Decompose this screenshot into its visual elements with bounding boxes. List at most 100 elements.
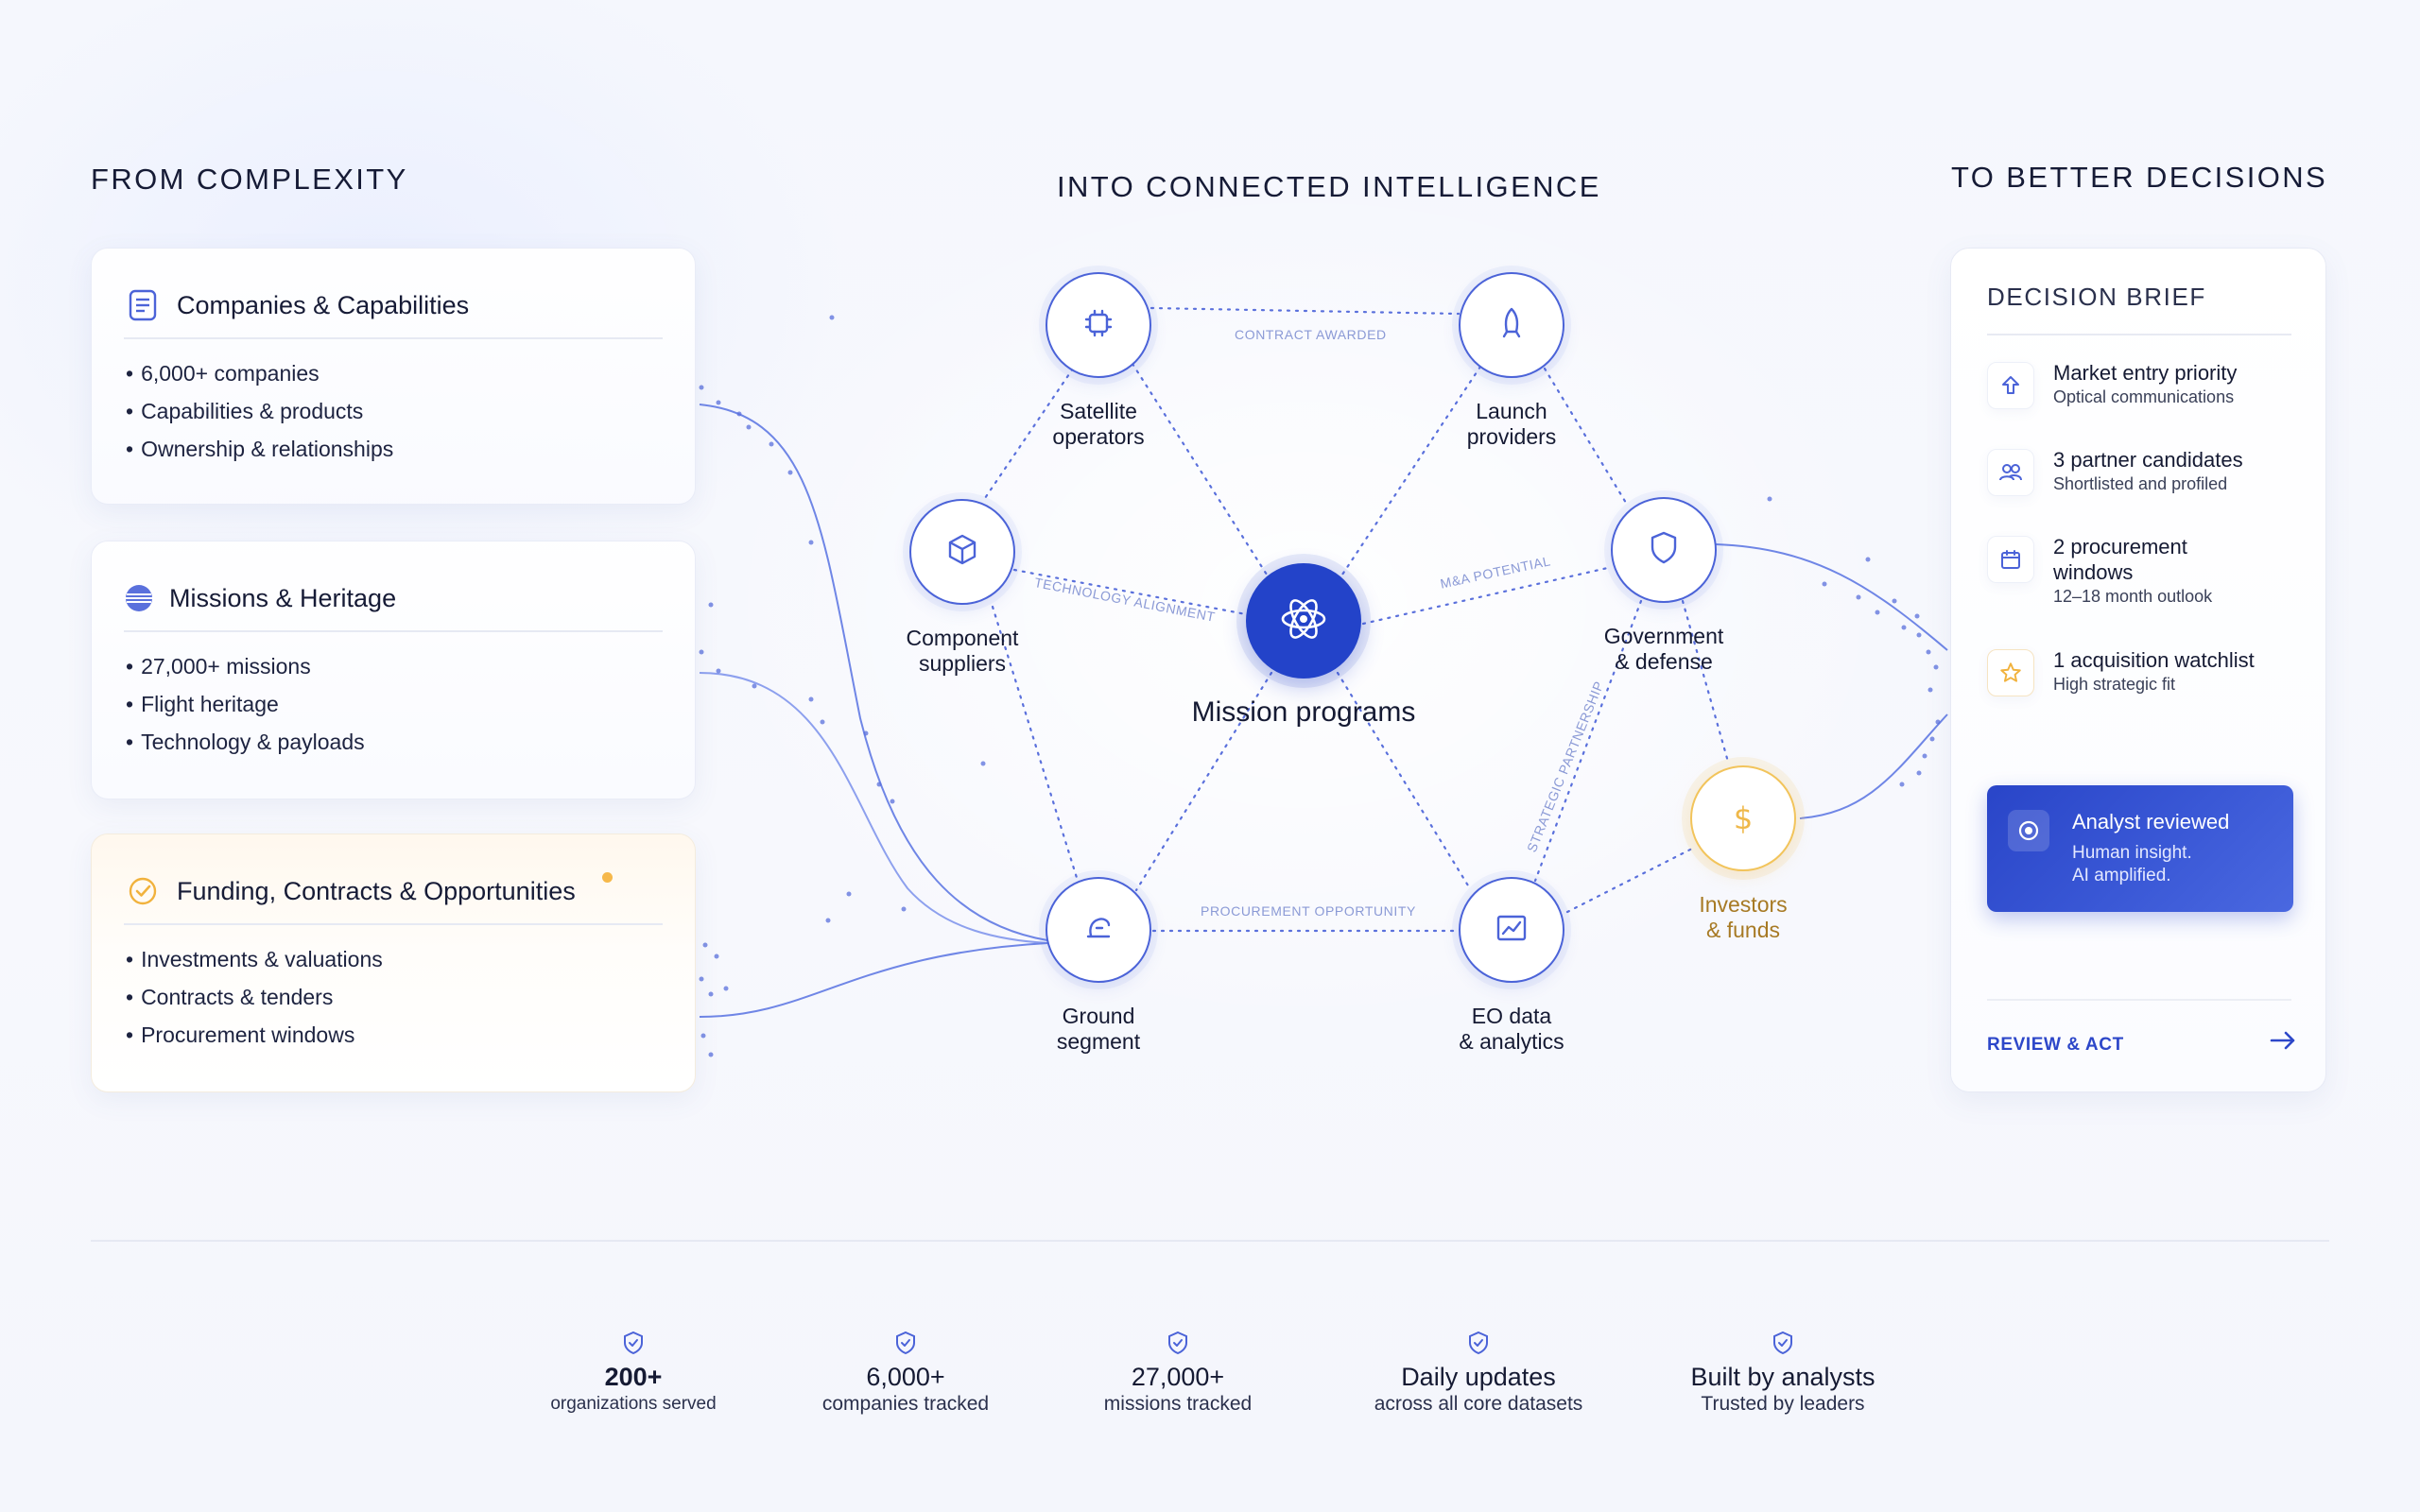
stat-built-by-analysts: Built by analysts Trusted by leaders <box>1651 1331 1915 1416</box>
node-launch-providers[interactable] <box>1459 272 1564 378</box>
flow-line-missions <box>699 672 1048 944</box>
label-investors-funds: Investors& funds <box>1699 892 1788 942</box>
star-icon <box>1987 649 2034 696</box>
arrow-right-icon[interactable] <box>2269 1029 2297 1057</box>
edge-center-ground <box>1134 671 1273 892</box>
card-title: Funding, Contracts & Opportunities <box>177 876 576 905</box>
edge-label-contract-awarded: CONTRACT AWARDED <box>1235 327 1387 342</box>
card-title: Companies & Capabilities <box>177 290 470 319</box>
stat-daily-updates: Daily updates across all core datasets <box>1346 1331 1611 1416</box>
brief-item-title: Market entry priority <box>2053 361 2238 385</box>
flow-line-companies <box>699 404 1048 941</box>
stat-value: 6,000+ <box>866 1363 945 1391</box>
source-card-companies[interactable]: Companies & Capabilities 6,000+ companie… <box>91 248 696 505</box>
arrow-up-icon <box>1987 362 2034 409</box>
node-component-suppliers[interactable] <box>909 499 1015 605</box>
edge-center-government <box>1361 565 1614 626</box>
label-mission-programs: Mission programs <box>1191 696 1416 728</box>
card-divider <box>124 923 663 925</box>
list-item: Flight heritage <box>126 685 365 723</box>
review-act-link[interactable]: REVIEW & ACT <box>1987 1035 2124 1055</box>
node-investors-funds[interactable]: $ <box>1690 765 1796 871</box>
edge-eo-investors <box>1565 847 1694 914</box>
source-card-funding[interactable]: Funding, Contracts & Opportunities Inves… <box>91 833 696 1092</box>
heading-better-decisions: TO BETTER DECISIONS <box>1951 161 2328 194</box>
label-eo-data-analytics: EO data& analytics <box>1459 1004 1564 1054</box>
flow-line-government-out <box>1715 543 1948 651</box>
analyst-icon <box>2008 810 2049 851</box>
satellite-dish-icon <box>1080 909 1117 952</box>
brief-item-title: 3 partner candidates <box>2053 448 2243 472</box>
atom-icon <box>1277 593 1330 650</box>
node-mission-programs[interactable] <box>1246 563 1361 679</box>
source-card-missions[interactable]: Missions & Heritage 27,000+ missions Fli… <box>91 541 696 799</box>
node-ground-segment[interactable] <box>1046 877 1151 983</box>
list-item: Capabilities & products <box>126 392 393 430</box>
stat-label: organizations served <box>550 1394 717 1414</box>
shield-check-icon <box>621 1331 646 1355</box>
stat-label: companies tracked <box>821 1393 990 1415</box>
brief-item-sub: 12–18 month outlook <box>2053 587 2213 606</box>
stat-organizations: 200+ organizations served <box>501 1331 766 1416</box>
list-item: Investments & valuations <box>126 940 383 978</box>
edge-launch-government <box>1543 367 1628 505</box>
edge-government-investors <box>1681 599 1730 764</box>
calendar-icon <box>1987 536 2034 583</box>
chip-icon <box>1080 304 1117 347</box>
analyst-subtitle: Human insight.AI amplified. <box>2072 843 2192 885</box>
list-item: 6,000+ companies <box>126 354 393 392</box>
edge-center-eo <box>1336 671 1473 892</box>
bullet-list: 27,000+ missions Flight heritage Technol… <box>126 647 365 761</box>
stat-value: 27,000+ <box>1131 1363 1225 1391</box>
stat-label: across all core datasets <box>1374 1393 1583 1415</box>
rocket-icon <box>1493 304 1530 347</box>
edge-launch-center <box>1340 365 1482 576</box>
edge-satellite-center <box>1131 362 1269 576</box>
globe-icon <box>120 579 158 617</box>
footer-divider <box>91 1240 2329 1242</box>
stat-value: Built by analysts <box>1690 1363 1876 1391</box>
stat-label: missions tracked <box>1103 1393 1253 1415</box>
brief-item-sub: High strategic fit <box>2053 675 2176 694</box>
brief-bottom-divider <box>1987 999 2291 1001</box>
check-circle-icon <box>124 872 162 910</box>
edge-label-procurement-opportunity: PROCUREMENT OPPORTUNITY <box>1201 903 1416 919</box>
status-dot <box>602 872 613 883</box>
card-divider <box>124 630 663 632</box>
list-item: 27,000+ missions <box>126 647 365 685</box>
shield-check-icon <box>893 1331 918 1355</box>
shield-check-icon <box>1166 1331 1190 1355</box>
brief-divider <box>1987 334 2291 335</box>
node-government-defense[interactable] <box>1611 497 1717 603</box>
heading-from-complexity: FROM COMPLEXITY <box>91 163 408 196</box>
stat-value: Daily updates <box>1401 1363 1556 1391</box>
analyst-reviewed-badge[interactable]: Analyst reviewed Human insight.AI amplif… <box>1987 785 2293 912</box>
document-list-icon <box>124 286 162 324</box>
stat-companies: 6,000+ companies tracked <box>773 1331 1038 1416</box>
analyst-title: Analyst reviewed <box>2072 810 2230 833</box>
stat-value: 200+ <box>604 1363 663 1391</box>
card-title: Missions & Heritage <box>169 583 397 612</box>
stat-label: Trusted by leaders <box>1701 1393 1865 1415</box>
node-eo-data-analytics[interactable] <box>1459 877 1564 983</box>
line-chart-icon <box>1493 909 1530 952</box>
bullet-list: Investments & valuations Contracts & ten… <box>126 940 383 1054</box>
users-icon <box>1987 449 2034 496</box>
shield-icon <box>1645 529 1683 572</box>
brief-item-title: 2 procurement windows <box>2053 535 2187 584</box>
edge-component-center <box>1012 568 1248 616</box>
flow-line-investors-out <box>1799 713 1948 819</box>
node-satellite-operators[interactable] <box>1046 272 1151 378</box>
list-item: Technology & payloads <box>126 723 365 761</box>
edge-component-ground <box>991 605 1080 883</box>
brief-item-sub: Optical communications <box>2053 387 2235 406</box>
list-item: Ownership & relationships <box>126 430 393 468</box>
brief-title: DECISION BRIEF <box>1987 283 2206 311</box>
shield-check-icon <box>1771 1331 1795 1355</box>
card-divider <box>124 337 663 339</box>
